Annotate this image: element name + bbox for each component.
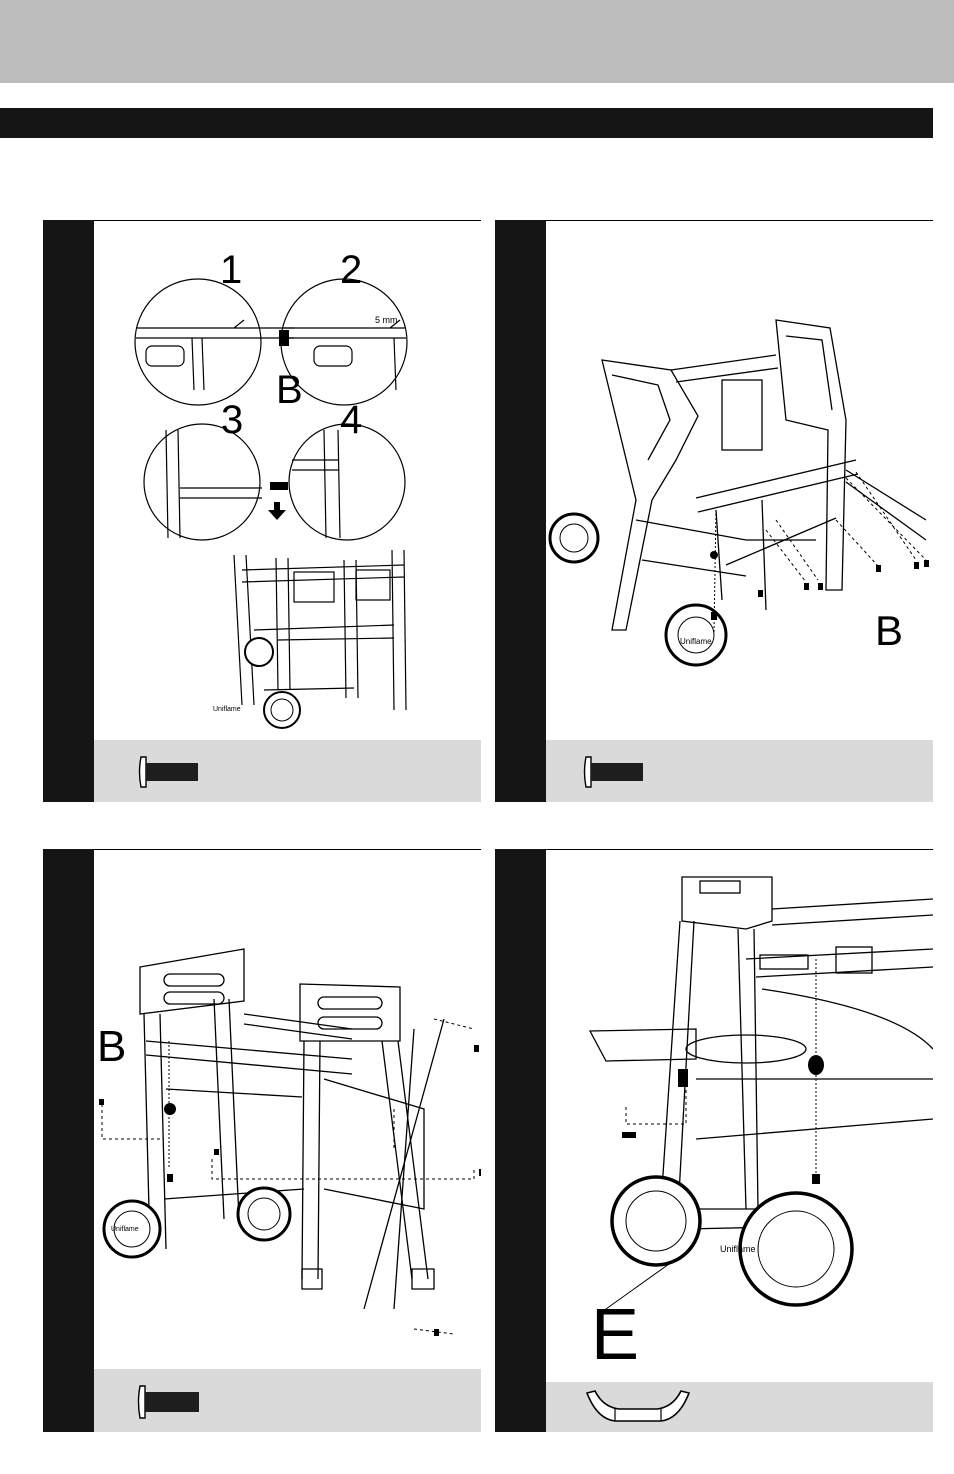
part-label-b: B — [875, 610, 903, 652]
frame-assembly-illustration — [94, 220, 481, 740]
part-label-b: B — [276, 370, 303, 410]
step-number-column — [495, 849, 546, 1432]
bolt-icon — [583, 755, 645, 789]
frame-assembly-illustration — [94, 849, 481, 1369]
step-panel-3: B Uniflame — [43, 849, 481, 1432]
wheel-logo: Uniflame — [680, 638, 712, 646]
detail-label-4: 4 — [340, 400, 362, 440]
step-number-column — [43, 220, 94, 802]
header-band — [0, 0, 954, 83]
step-number-column — [495, 220, 546, 802]
part-label-b: B — [97, 1025, 126, 1069]
step-number-column — [43, 849, 94, 1432]
part-label-e: E — [591, 1299, 639, 1371]
bolt-icon — [137, 1384, 201, 1420]
bolt-icon — [138, 755, 200, 789]
wheel-logo: Uniflame — [213, 706, 241, 713]
step-panel-2: B Uniflame — [495, 220, 933, 802]
hook-icon — [585, 1389, 691, 1425]
section-title-bar — [0, 108, 933, 138]
wheel-logo: Uniflame — [111, 1226, 139, 1233]
detail-label-2: 2 — [340, 250, 362, 290]
detail-label-3: 3 — [221, 400, 243, 440]
step-panel-1: 1 2 B 3 4 5 mm Uniflame — [43, 220, 481, 802]
wheel-logo: Uniflame — [720, 1245, 756, 1254]
frame-assembly-illustration — [546, 220, 933, 740]
step-panel-4: E Uniflame — [495, 849, 933, 1432]
measurement-callout: 5 mm — [375, 316, 398, 325]
detail-label-1: 1 — [220, 250, 242, 290]
